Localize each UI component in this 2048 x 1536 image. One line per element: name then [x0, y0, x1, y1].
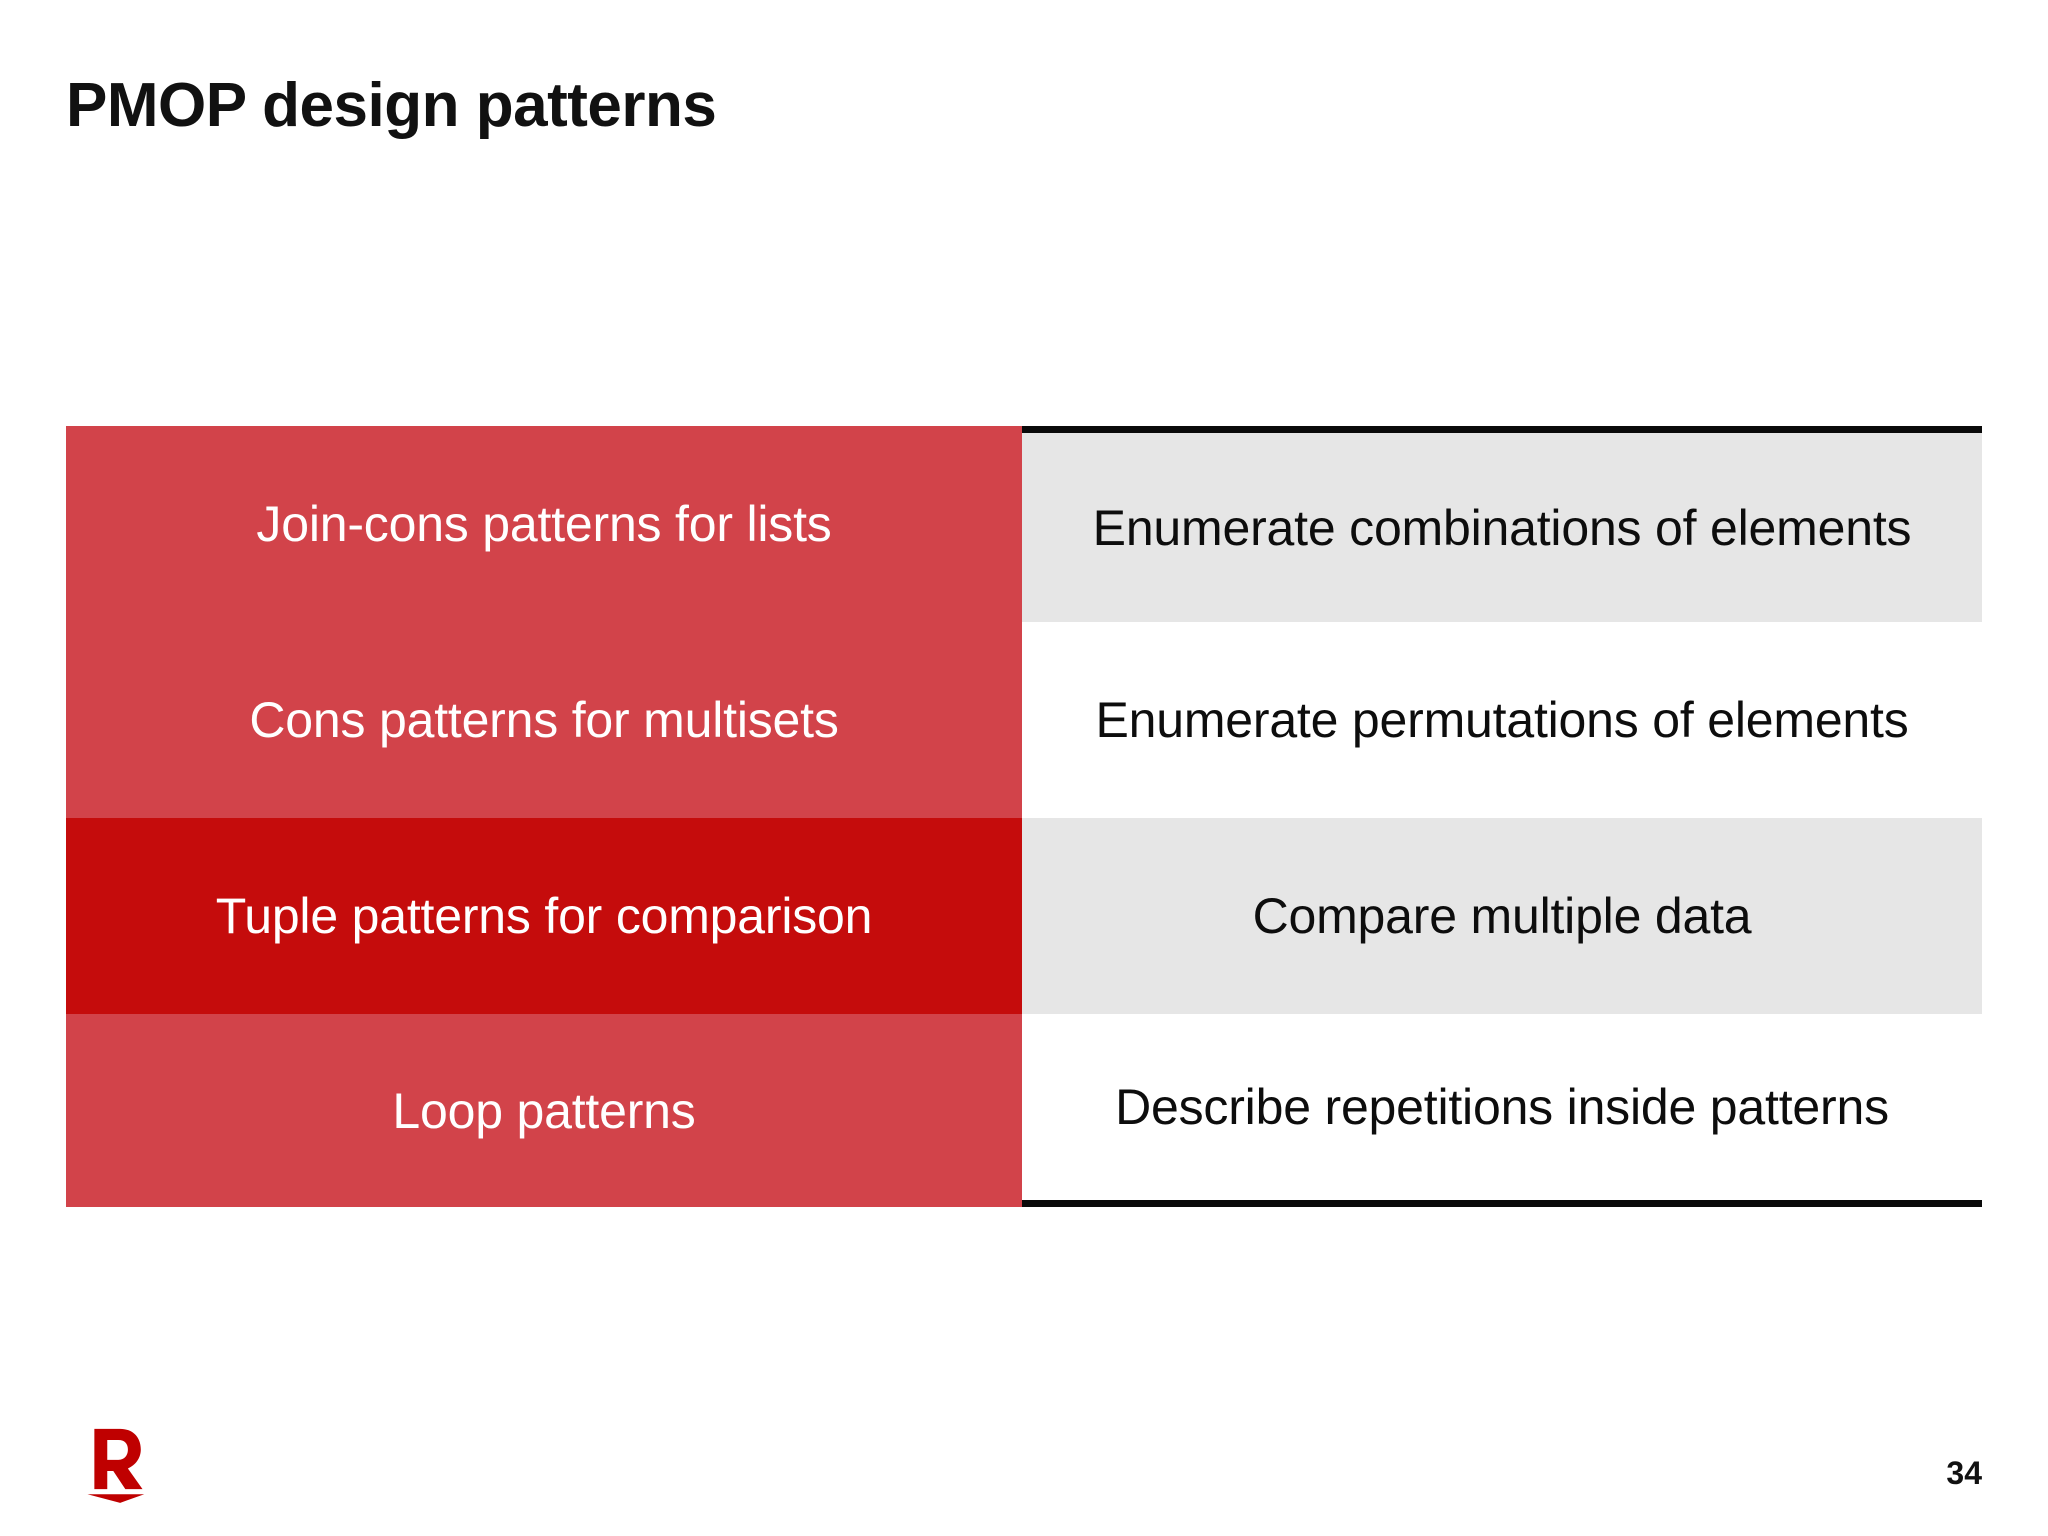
- table-row: Cons patterns for multisets Enumerate pe…: [66, 622, 1982, 818]
- pattern-table: Join-cons patterns for lists Enumerate c…: [66, 426, 1982, 1207]
- pattern-cell-loop: Loop patterns: [66, 1014, 1022, 1207]
- pattern-cell-cons-multisets: Cons patterns for multisets: [66, 622, 1022, 818]
- purpose-cell-join-cons: Enumerate combinations of elements: [1022, 426, 1982, 622]
- purpose-cell-cons-multisets: Enumerate permutations of elements: [1022, 622, 1982, 818]
- table-row-highlighted: Tuple patterns for comparison Compare mu…: [66, 818, 1982, 1014]
- purpose-cell-loop: Describe repetitions inside patterns: [1022, 1014, 1982, 1207]
- pattern-cell-join-cons: Join-cons patterns for lists: [66, 426, 1022, 622]
- table-row: Loop patterns Describe repetitions insid…: [66, 1014, 1982, 1207]
- purpose-cell-tuple-comparison: Compare multiple data: [1022, 818, 1982, 1014]
- page-title: PMOP design patterns: [66, 71, 717, 140]
- pattern-cell-tuple-comparison: Tuple patterns for comparison: [66, 818, 1022, 1014]
- page-number: 34: [1946, 1455, 1982, 1491]
- table-row: Join-cons patterns for lists Enumerate c…: [66, 426, 1982, 622]
- rakuten-r-logo: [72, 1422, 158, 1508]
